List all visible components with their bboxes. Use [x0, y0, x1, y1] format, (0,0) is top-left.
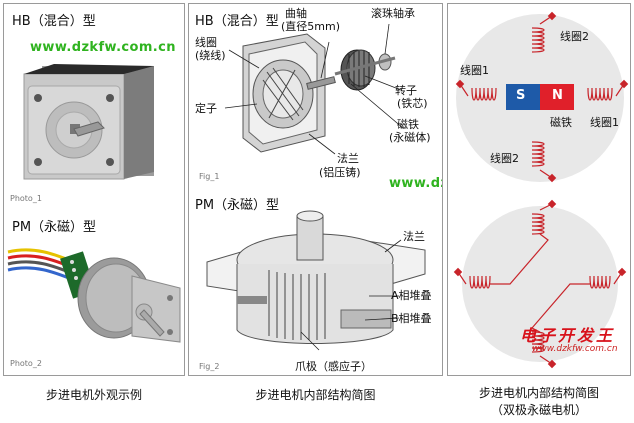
label-flange2: 法兰: [403, 230, 425, 243]
watermark-brand: 电子开发王: [520, 326, 616, 345]
photo-panel: HB（混合）型 www.dzkfw.com.cn Photo_1 PM（永磁）型: [3, 3, 185, 376]
magnet-n-pole: N: [552, 88, 563, 103]
label-shaft: 曲轴: [285, 7, 307, 20]
photo2-label: Photo_2: [10, 359, 42, 368]
hb-type-title: HB（混合）型: [12, 14, 96, 29]
caption-right-line2: （双极永磁电机）: [490, 403, 587, 417]
label-cast-aluminum: (铝压铸): [319, 166, 361, 179]
watermark-left: www.dzkfw.com.cn: [30, 40, 176, 55]
pm-cutaway-diagram: [206, 210, 426, 351]
label-coil2-top: 线圈2: [560, 30, 589, 43]
hb-structure-title: HB（混合）型: [195, 14, 279, 29]
label-coil: 线圈: [195, 36, 217, 49]
magnet-s-pole: S: [516, 88, 526, 103]
bipolar-diagram-bottom: [453, 199, 627, 369]
fig1-label: Fig_1: [199, 172, 220, 181]
label-coil1-left: 线圈1: [460, 64, 489, 77]
structure-panel: HB（混合）型 曲轴 (直径5mm) 滚: [188, 3, 443, 376]
label-magnet-right: 磁铁: [550, 116, 572, 129]
bipolar-diagram-top: [455, 11, 629, 183]
label-permanent-magnet: (永磁体): [389, 131, 431, 144]
bipolar-panel: S N 线圈2 线圈1 磁铁 线圈1 线圈2 电子开发王 www.dzkfw.c…: [447, 3, 631, 376]
photo1-label: Photo_1: [10, 194, 42, 203]
watermark-middle: www.dzkfw.com.cn: [389, 176, 442, 191]
pm-motor-photo: [7, 248, 181, 343]
label-a-stack: A相堆叠: [391, 289, 432, 302]
label-claw-pole: 爪极（感应子）: [295, 360, 372, 373]
label-magnet: 磁铁: [397, 118, 419, 131]
label-bearing: 滚珠轴承: [371, 7, 415, 20]
pm-structure-title: PM（永磁）型: [195, 198, 280, 213]
pm-type-title: PM（永磁）型: [12, 220, 97, 235]
label-coil2-bottom: 线圈2: [490, 152, 519, 165]
caption-right-line1: 步进电机内部结构简图: [478, 386, 599, 400]
label-rotor: 转子: [395, 84, 417, 97]
label-stator: 定子: [195, 102, 217, 115]
label-flange: 法兰: [337, 152, 359, 165]
hb-motor-photo: [23, 64, 154, 180]
caption-middle: 步进电机内部结构简图: [255, 388, 376, 402]
label-iron-core: (铁芯): [397, 97, 428, 110]
watermark-brand-url: www.dzkfw.com.cn: [532, 344, 618, 354]
caption-left: 步进电机外观示例: [45, 388, 142, 402]
hb-exploded-diagram: [224, 23, 404, 155]
label-winding: (绕线): [195, 49, 226, 62]
fig2-label: Fig_2: [199, 362, 220, 371]
label-coil1-right: 线圈1: [590, 116, 619, 129]
label-shaft-diameter: (直径5mm): [281, 20, 341, 33]
label-b-stack: B相堆叠: [391, 312, 432, 325]
